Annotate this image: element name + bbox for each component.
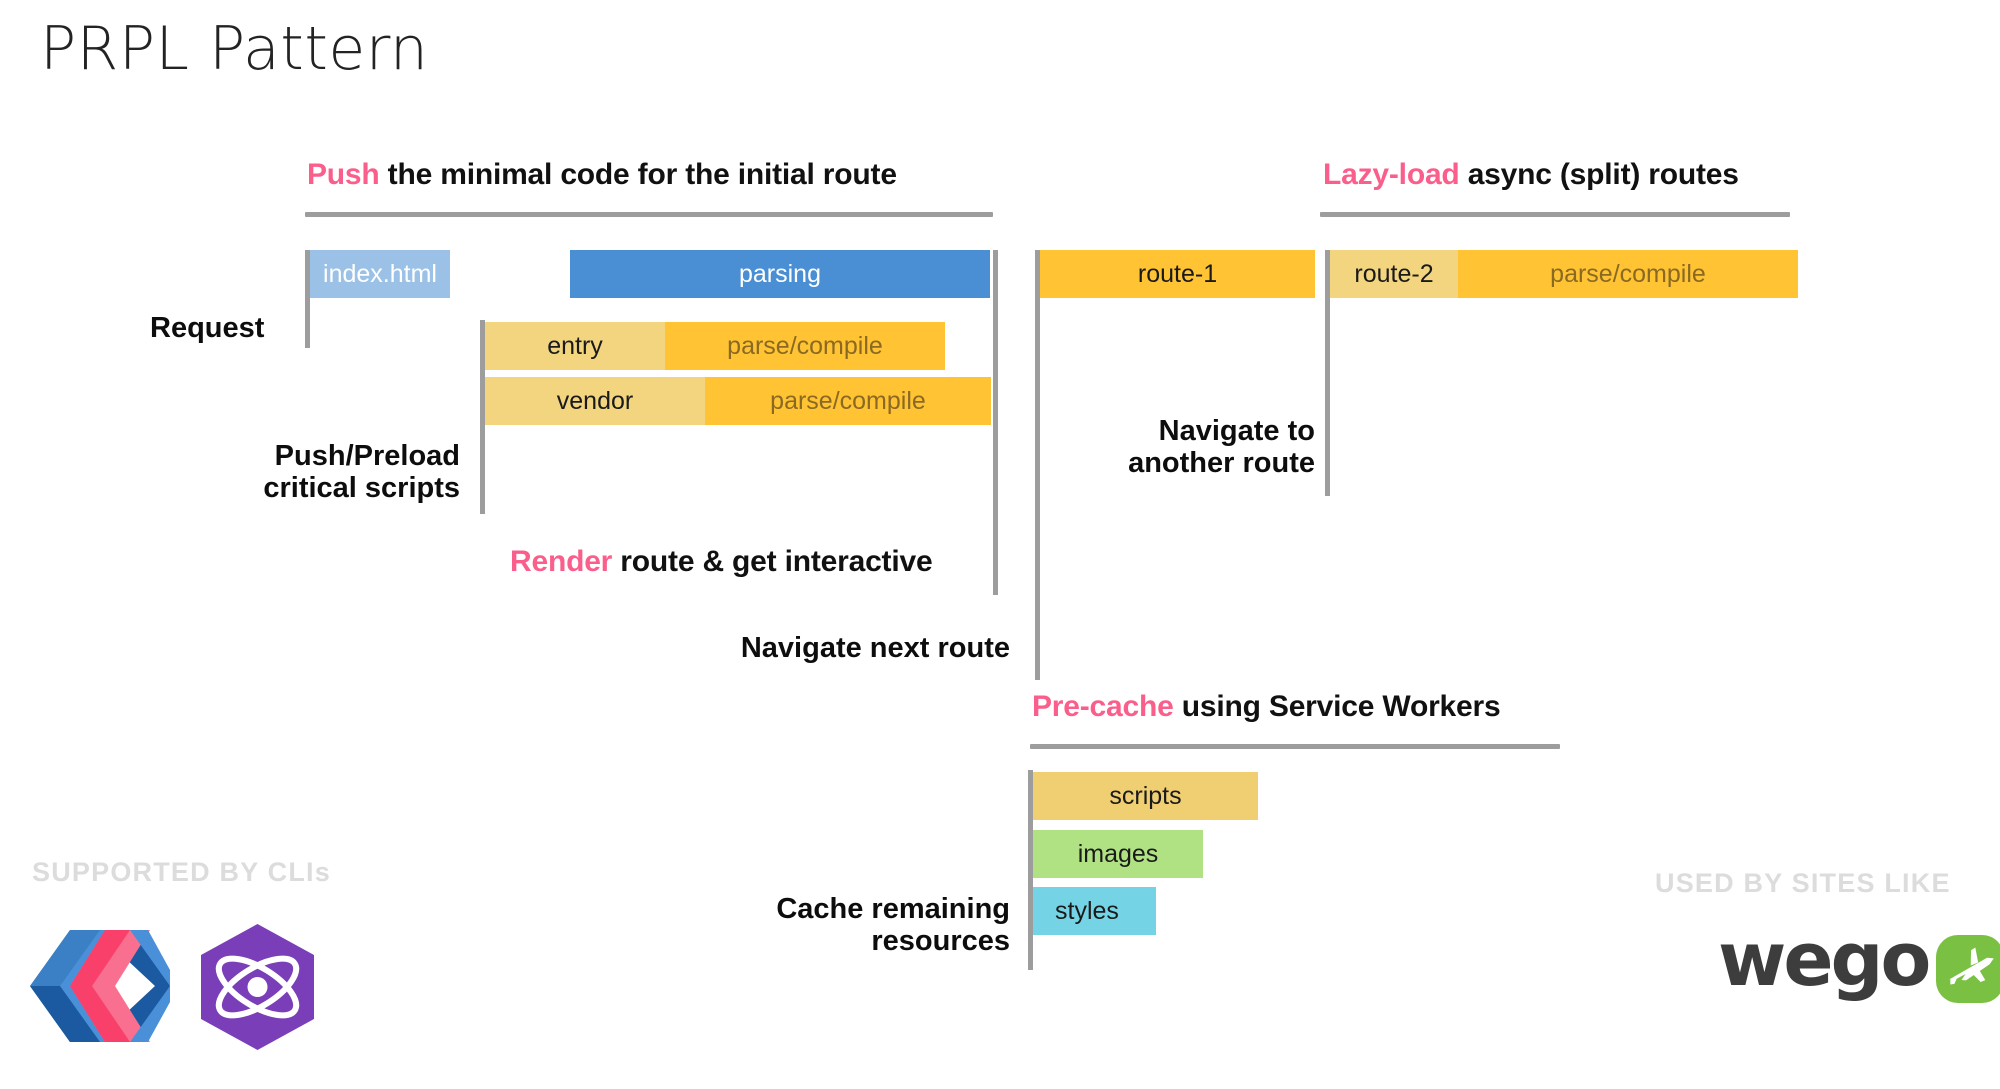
section-rule-lazyload	[1320, 212, 1790, 217]
bar-segment-scripts: scripts	[1033, 772, 1258, 820]
section-rest-precache: using Service Workers	[1173, 690, 1501, 723]
bar-route-1[interactable]: route-1	[1040, 250, 1315, 298]
section-heading-render: Render route & get interactive	[510, 545, 933, 579]
bar-scripts[interactable]: scripts	[1033, 772, 1258, 820]
section-keyword-render: Render	[510, 545, 613, 578]
bar-entry[interactable]: entry parse/compile	[485, 322, 945, 370]
section-rest-push: the minimal code for the initial route	[379, 158, 897, 191]
wego-logo: wego	[1718, 917, 2000, 1010]
section-keyword-precache: Pre-cache	[1032, 690, 1174, 723]
page-title: PRPL Pattern	[40, 14, 429, 84]
section-keyword-lazyload: Lazy-load	[1323, 158, 1460, 191]
wego-badge-icon	[1934, 933, 2000, 1010]
polymer-logo-icon	[30, 930, 170, 1042]
bar-images[interactable]: images	[1033, 830, 1203, 878]
bar-segment-route-2-parse-compile: parse/compile	[1458, 250, 1798, 298]
footer-caption-supported-by: SUPPORTED BY CLIs	[32, 857, 331, 887]
bar-segment-vendor-parse-compile: parse/compile	[705, 377, 991, 425]
section-rule-push	[305, 212, 993, 217]
bar-segment-vendor: vendor	[485, 377, 705, 425]
bar-segment-route-1: route-1	[1040, 250, 1315, 298]
section-heading-lazyload: Lazy-load async (split) routes	[1323, 158, 1739, 192]
guide-line-navigate-next	[1035, 250, 1040, 680]
row-label-navigate-next: Navigate next route	[740, 632, 1010, 664]
bar-segment-parsing: parsing	[570, 250, 990, 298]
row-label-request: Request	[150, 312, 265, 344]
row-label-cache-remaining: Cache remaining resources	[776, 893, 1010, 958]
section-heading-push: Push the minimal code for the initial ro…	[307, 158, 897, 192]
bar-segment-route-2: route-2	[1330, 250, 1458, 298]
bar-route-2[interactable]: route-2 parse/compile	[1330, 250, 1798, 298]
guide-line-push-preload	[480, 320, 485, 514]
bar-styles[interactable]: styles	[1033, 887, 1156, 935]
guide-line-render	[993, 250, 998, 595]
bar-parsing[interactable]: parsing	[570, 250, 990, 298]
preact-atom-logo-icon	[195, 922, 320, 1052]
section-heading-precache: Pre-cache using Service Workers	[1032, 690, 1501, 724]
section-rest-render: route & get interactive	[612, 545, 933, 578]
bar-segment-entry: entry	[485, 322, 665, 370]
section-rule-precache	[1030, 744, 1560, 749]
bar-segment-entry-parse-compile: parse/compile	[665, 322, 945, 370]
footer-caption-used-by: USED BY SITES LIKE	[1655, 868, 1951, 898]
guide-line-request	[305, 250, 310, 348]
section-keyword-push: Push	[307, 158, 380, 191]
bar-segment-index-html: index.html	[310, 250, 450, 298]
bar-vendor[interactable]: vendor parse/compile	[485, 377, 991, 425]
guide-line-cache-remaining	[1028, 770, 1033, 970]
bar-segment-images: images	[1033, 830, 1203, 878]
bar-segment-styles: styles	[1033, 887, 1156, 935]
row-label-navigate-another: Navigate to another route	[1128, 415, 1315, 480]
wego-wordmark: wego	[1718, 917, 1931, 1003]
bar-index-html[interactable]: index.html	[310, 250, 450, 298]
guide-line-navigate-another	[1325, 250, 1330, 496]
section-rest-lazyload: async (split) routes	[1459, 158, 1739, 191]
row-label-push-preload: Push/Preload critical scripts	[263, 440, 460, 505]
